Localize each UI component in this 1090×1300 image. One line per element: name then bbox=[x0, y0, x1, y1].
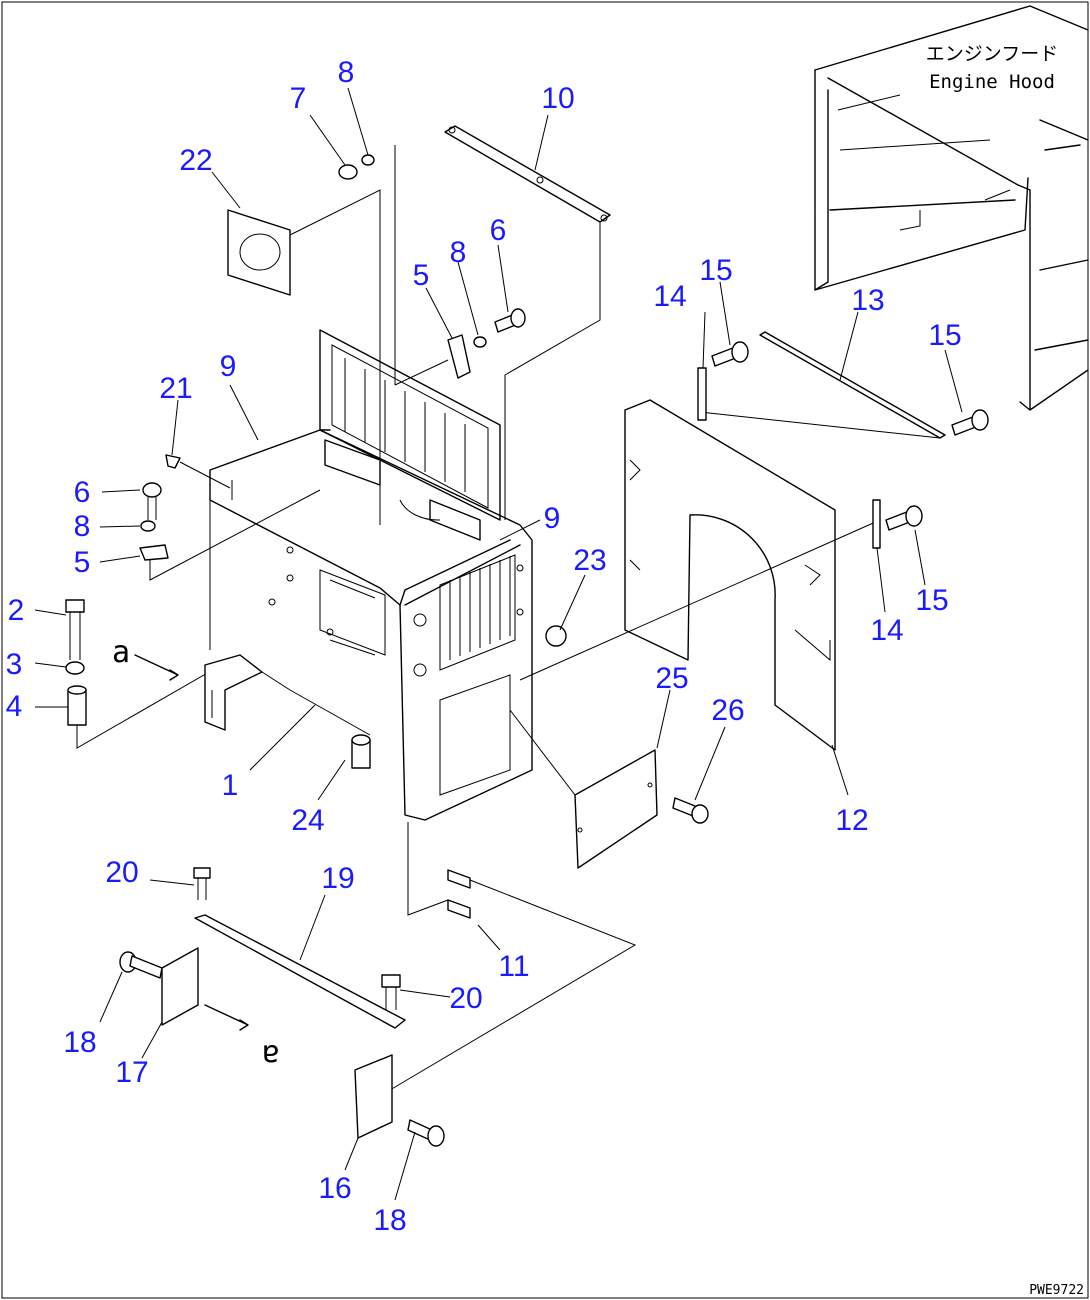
bolt-15-right bbox=[951, 409, 989, 436]
callout-20-lower: 20 bbox=[449, 982, 482, 1015]
clip-14-lower bbox=[872, 499, 881, 549]
callout-4: 4 bbox=[6, 690, 23, 723]
callout-1: 1 bbox=[222, 769, 239, 802]
leader-lines bbox=[34, 87, 963, 1201]
drawing-code: PWE9722 bbox=[1029, 1283, 1084, 1298]
grommet-23 bbox=[545, 625, 567, 647]
callout-23: 23 bbox=[573, 544, 606, 577]
callout-14-lower: 14 bbox=[870, 614, 903, 647]
bolt-6-left bbox=[142, 482, 162, 520]
callout-22: 22 bbox=[179, 144, 212, 177]
view-letter-a: a bbox=[112, 635, 130, 670]
engine-hood bbox=[814, 5, 1089, 411]
callout-19: 19 bbox=[321, 862, 354, 895]
clip-11 bbox=[447, 869, 471, 919]
callout-3: 3 bbox=[6, 648, 23, 681]
callout-17: 17 bbox=[115, 1056, 148, 1089]
bolt-26 bbox=[672, 797, 709, 824]
bolt-18-bottom bbox=[407, 1119, 445, 1147]
callout-14-upper: 14 bbox=[653, 280, 686, 313]
arrow-a bbox=[134, 654, 179, 681]
cap-21 bbox=[165, 454, 181, 469]
callout-11: 11 bbox=[498, 950, 529, 983]
callout-8-mid: 8 bbox=[450, 236, 467, 269]
callout-6-left: 6 bbox=[74, 476, 91, 509]
callout-12: 12 bbox=[835, 804, 868, 837]
callout-15-right: 15 bbox=[928, 319, 961, 352]
callout-5-left: 5 bbox=[74, 546, 91, 579]
arrow-a-bottom bbox=[204, 1004, 249, 1031]
spacer-4 bbox=[67, 685, 87, 726]
callout-numbers: 1 2 3 4 5 5 6 6 7 8 8 8 9 9 10 11 12 13 … bbox=[6, 56, 962, 1237]
bracket-5-upper bbox=[447, 334, 471, 379]
callout-21: 21 bbox=[159, 372, 192, 405]
radiator-grille bbox=[319, 329, 501, 541]
callout-26: 26 bbox=[711, 694, 744, 727]
callout-9-left: 9 bbox=[220, 350, 237, 383]
door-25 bbox=[574, 749, 658, 869]
main-cover bbox=[209, 429, 533, 821]
bolt-20-upper bbox=[193, 867, 211, 900]
grille-lines bbox=[449, 556, 511, 660]
washer-8-top bbox=[361, 154, 375, 166]
washer-8-mid bbox=[473, 336, 487, 348]
plate-17 bbox=[161, 947, 199, 1026]
bolt-2 bbox=[65, 599, 85, 660]
hood-label-english: Engine Hood bbox=[929, 71, 1055, 93]
bolt-15-lower bbox=[885, 505, 923, 531]
bolt-18-left bbox=[119, 951, 163, 979]
bolt-20-lower bbox=[381, 974, 401, 1010]
callout-13: 13 bbox=[851, 284, 884, 317]
hood-label-japanese: エンジンフード bbox=[926, 43, 1058, 65]
callout-10: 10 bbox=[541, 82, 574, 115]
callout-15-lower: 15 bbox=[915, 584, 948, 617]
callout-8-left: 8 bbox=[74, 510, 91, 543]
washer-8-left bbox=[140, 520, 156, 532]
callout-20-upper: 20 bbox=[105, 856, 138, 889]
callout-2: 2 bbox=[8, 594, 25, 627]
callout-9-right: 9 bbox=[544, 502, 561, 535]
bar-10 bbox=[444, 125, 611, 223]
callout-18-left: 18 bbox=[63, 1026, 96, 1059]
bar-13 bbox=[759, 331, 946, 439]
callout-24: 24 bbox=[291, 804, 324, 837]
plate-22 bbox=[227, 209, 291, 296]
grommet-24 bbox=[351, 734, 371, 769]
clip-14-upper bbox=[697, 367, 707, 421]
callout-18-bottom: 18 bbox=[373, 1204, 406, 1237]
side-panel-12 bbox=[624, 399, 836, 751]
mount-bracket bbox=[204, 654, 263, 731]
washer-3 bbox=[65, 661, 85, 675]
nut-7 bbox=[338, 164, 358, 180]
plate-16 bbox=[354, 1054, 393, 1139]
callout-7: 7 bbox=[290, 82, 307, 115]
view-letter-a-bottom: ɐ bbox=[262, 1035, 280, 1070]
callout-6-upper: 6 bbox=[490, 214, 507, 247]
bolt-6-upper bbox=[494, 308, 526, 333]
callout-8-top: 8 bbox=[338, 56, 355, 89]
callout-16: 16 bbox=[318, 1172, 351, 1205]
bracket-5-left bbox=[139, 544, 169, 561]
callout-25: 25 bbox=[655, 662, 688, 695]
callout-5-upper: 5 bbox=[413, 259, 430, 292]
callout-15-upper: 15 bbox=[699, 254, 732, 287]
bolt-15-upper bbox=[711, 341, 749, 367]
bar-19 bbox=[194, 914, 406, 1029]
